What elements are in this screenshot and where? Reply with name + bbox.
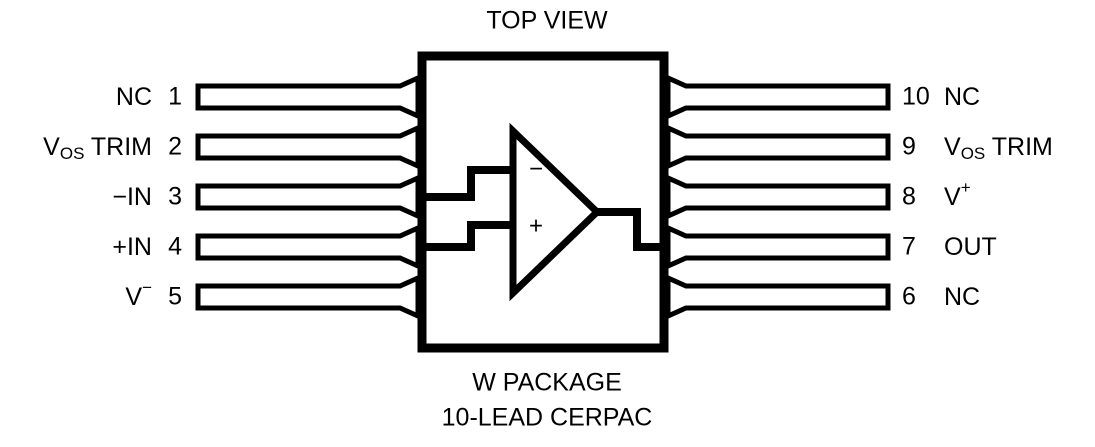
package-caption-line1: W PACKAGE (472, 369, 622, 397)
package-caption-line2: 10-LEAD CERPAC (442, 404, 653, 432)
pin-label-9-tail: TRIM (985, 133, 1053, 161)
pin-label-4-base: +IN (112, 233, 152, 261)
pin-number-8: 8 (902, 183, 916, 211)
wire-inverting-input (422, 166, 513, 201)
pin-label-9-base: V (944, 133, 961, 161)
pin-label-5-base: V (125, 283, 142, 311)
pin-label-1-base: NC (116, 83, 152, 111)
pin-label-6: NC (944, 283, 980, 311)
pin-number-5: 5 (168, 283, 182, 311)
pin-label-5-superscript: − (142, 278, 152, 297)
diagram-title: TOP VIEW (486, 7, 608, 35)
pin-number-3: 3 (168, 183, 182, 211)
pin-label-8-base: V (944, 183, 961, 211)
pin-label-6-base: NC (944, 283, 980, 311)
wire-noninverting-input (422, 221, 513, 251)
lead-pin-4 (195, 224, 421, 270)
pin-number-9: 9 (902, 133, 916, 161)
pin-label-9: VOS TRIM (944, 133, 1053, 164)
pin-label-10-base: NC (944, 83, 980, 111)
pin-number-4: 4 (168, 233, 182, 261)
pin-label-4: +IN (112, 233, 152, 261)
noninverting-input-sign: + (529, 212, 543, 239)
pin-number-7: 7 (902, 233, 916, 261)
lead-pin-2 (195, 124, 421, 170)
lead-pin-9 (665, 124, 891, 170)
lead-pin-10 (665, 74, 891, 120)
lead-pin-3 (195, 174, 421, 220)
pin-label-10: NC (944, 83, 980, 111)
lead-pin-8 (665, 174, 891, 220)
pin-label-7-base: OUT (944, 233, 997, 261)
pin-label-2-base: V (43, 133, 60, 161)
lead-pin-5 (195, 274, 421, 320)
pin-number-10: 10 (902, 83, 930, 111)
pin-label-3: −IN (112, 183, 152, 211)
package-body-outline (417, 51, 669, 353)
inverting-input-sign: − (529, 155, 543, 182)
pin-label-2-subscript: OS (60, 144, 85, 163)
lead-pin-7 (665, 224, 891, 270)
pin-number-2: 2 (168, 133, 182, 161)
pin-label-9-subscript: OS (961, 144, 986, 163)
pin-label-8: V+ (944, 178, 971, 210)
pin-label-1: NC (116, 83, 152, 111)
wire-output (595, 208, 668, 251)
right-leads-group (665, 74, 891, 320)
pin-label-3-base: −IN (112, 183, 152, 211)
left-leads-group (195, 74, 421, 320)
pin-label-8-superscript: + (961, 178, 971, 197)
pin-label-5: V− (125, 278, 152, 310)
pin-number-6: 6 (902, 283, 916, 311)
lead-pin-6 (665, 274, 891, 320)
pin-label-2: VOS TRIM (43, 133, 152, 164)
pin-number-1: 1 (168, 83, 182, 111)
opamp-triangle (509, 122, 603, 302)
pin-label-2-tail: TRIM (84, 133, 152, 161)
lead-pin-1 (195, 74, 421, 120)
pin-label-7: OUT (944, 233, 997, 261)
